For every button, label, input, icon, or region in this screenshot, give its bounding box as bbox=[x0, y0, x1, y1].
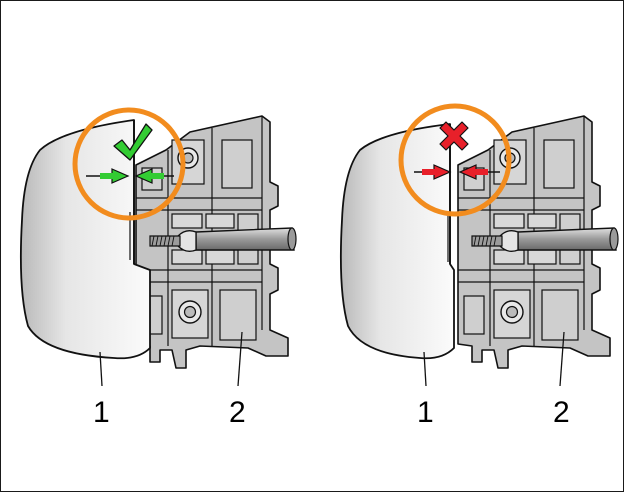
gap-arrows bbox=[86, 168, 174, 184]
terminal-block bbox=[457, 115, 619, 369]
part-label-2: 2 bbox=[229, 396, 246, 429]
part-label-1: 1 bbox=[93, 396, 110, 429]
gap-arrows bbox=[414, 164, 500, 180]
highlight-circle bbox=[398, 103, 512, 217]
terminal-block bbox=[135, 115, 297, 369]
cross-icon bbox=[439, 121, 469, 151]
highlight-circle bbox=[72, 107, 186, 221]
check-icon bbox=[113, 123, 153, 161]
part-label-2: 2 bbox=[553, 396, 570, 429]
panel-correct bbox=[19, 107, 297, 387]
panel-incorrect bbox=[339, 103, 619, 387]
part-label-1: 1 bbox=[417, 396, 434, 429]
cover-part bbox=[339, 123, 455, 360]
